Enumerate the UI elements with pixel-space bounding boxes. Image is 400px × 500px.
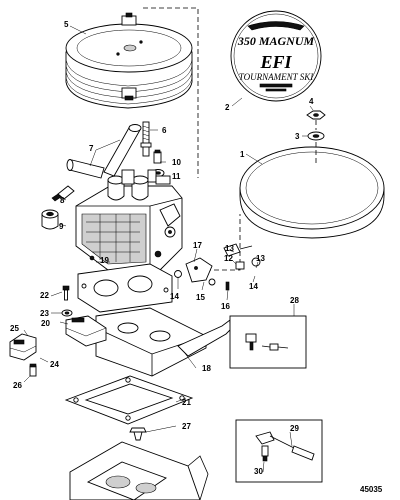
flame-arrestor — [65, 12, 193, 109]
callout-21: 21 — [182, 398, 191, 407]
callout-5: 5 — [64, 20, 69, 29]
assembly-lines — [143, 7, 317, 271]
elbow-fitting — [51, 185, 75, 202]
throttle-body — [75, 169, 183, 271]
callout-7: 7 — [89, 144, 94, 153]
callout-19: 19 — [100, 256, 109, 265]
detail-box-29 — [235, 419, 323, 483]
callout-14a: 14 — [170, 292, 179, 301]
bolt — [62, 285, 70, 301]
callout-1: 1 — [240, 150, 245, 159]
callout-25: 25 — [10, 324, 19, 333]
callout-2: 2 — [225, 103, 230, 112]
decal-emblem: EFI — [259, 52, 292, 72]
stud — [140, 121, 152, 157]
callout-labels: 5 2 1 4 3 6 7 10 11 8 9 19 17 13 12 13 1… — [10, 20, 314, 476]
adapter-plate — [95, 307, 237, 377]
callout-29: 29 — [290, 424, 299, 433]
callout-28: 28 — [290, 296, 299, 305]
sensor — [9, 333, 37, 377]
callout-30: 30 — [254, 467, 263, 476]
nut — [306, 110, 326, 120]
callout-13a: 13 — [225, 244, 234, 253]
callout-17: 17 — [193, 241, 202, 250]
detail-box-28 — [229, 315, 307, 369]
decal: 350 MAGNUM EFI TOURNAMENT SKI — [230, 10, 322, 102]
decal-line2: TOURNAMENT SKI — [239, 72, 314, 82]
hose — [66, 124, 142, 179]
callout-23: 23 — [40, 309, 49, 318]
callout-16: 16 — [221, 302, 230, 311]
callout-24: 24 — [50, 360, 59, 369]
control-module — [65, 315, 107, 347]
callout-11: 11 — [172, 172, 181, 181]
callout-12: 12 — [224, 254, 233, 263]
callout-15: 15 — [196, 293, 205, 302]
decal-line1: 350 MAGNUM — [237, 34, 315, 48]
fitting — [153, 149, 162, 164]
callout-4: 4 — [309, 97, 314, 106]
callout-9: 9 — [59, 222, 64, 231]
fuel-filter — [41, 209, 59, 230]
callout-27: 27 — [182, 422, 191, 431]
washer-small — [61, 309, 73, 317]
callout-10: 10 — [172, 158, 181, 167]
throttle-body-gasket — [77, 263, 173, 313]
leader-lines — [23, 25, 314, 473]
figure-number: 45035 — [360, 485, 383, 494]
callout-13b: 13 — [256, 254, 265, 263]
stud-lower — [129, 427, 147, 441]
iac-assembly — [174, 243, 261, 291]
callout-6: 6 — [162, 126, 167, 135]
washer — [307, 131, 325, 141]
callout-26: 26 — [13, 381, 22, 390]
cover — [239, 146, 385, 239]
callout-14b: 14 — [249, 282, 258, 291]
callout-18: 18 — [202, 364, 211, 373]
callout-20: 20 — [41, 319, 50, 328]
callout-8: 8 — [60, 196, 65, 205]
base-gasket — [64, 375, 194, 425]
intake-manifold — [69, 441, 209, 500]
callout-3: 3 — [295, 132, 300, 141]
callout-22: 22 — [40, 291, 49, 300]
